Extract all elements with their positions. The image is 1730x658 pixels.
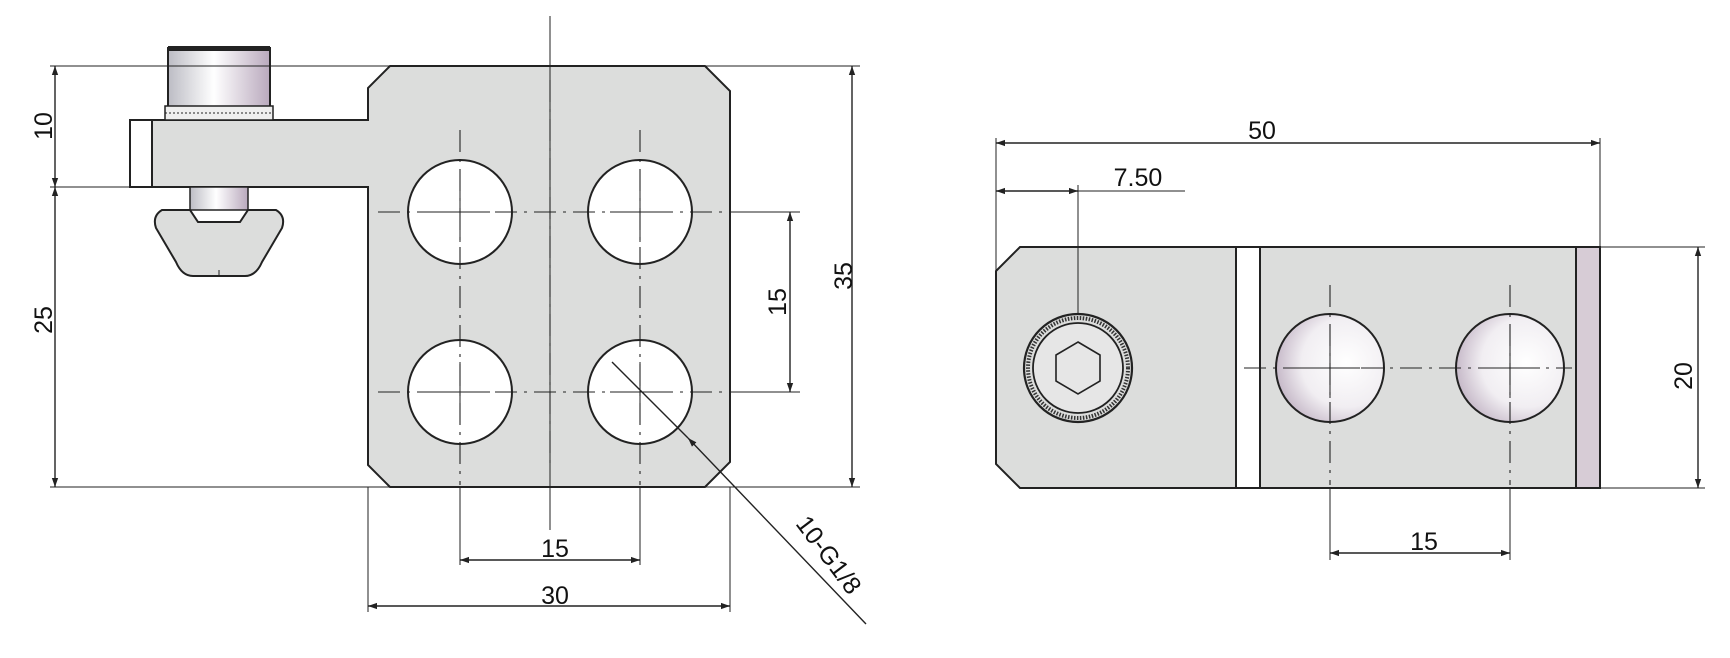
bracket-body — [149, 65, 731, 488]
knurled-screw — [164, 46, 274, 211]
dim-10: 10 — [30, 112, 58, 140]
dim-20: 20 — [1670, 362, 1698, 390]
thread-leader — [611, 361, 689, 439]
dim-35: 35 — [830, 262, 858, 290]
dim-30: 30 — [541, 582, 569, 610]
hex-socket-icon — [1055, 341, 1101, 395]
socket-head-screw — [1022, 312, 1134, 424]
dim-25: 25 — [30, 306, 58, 334]
side-view: 50 7.50 20 15 — [995, 117, 1705, 560]
dim-7-50: 7.50 — [1114, 164, 1163, 192]
thread-callout: 10-G1/8 — [790, 511, 867, 600]
side-end-strip — [1575, 246, 1601, 489]
dim-15-side: 15 — [1410, 528, 1438, 556]
t-nut — [153, 209, 285, 277]
dim-15-vertical: 15 — [764, 288, 792, 316]
arm-end-plate — [129, 119, 153, 188]
dim-50: 50 — [1248, 117, 1276, 145]
front-view: 10 25 35 15 15 30 10-G1/8 — [30, 16, 867, 625]
dim-15-horizontal: 15 — [541, 535, 569, 563]
